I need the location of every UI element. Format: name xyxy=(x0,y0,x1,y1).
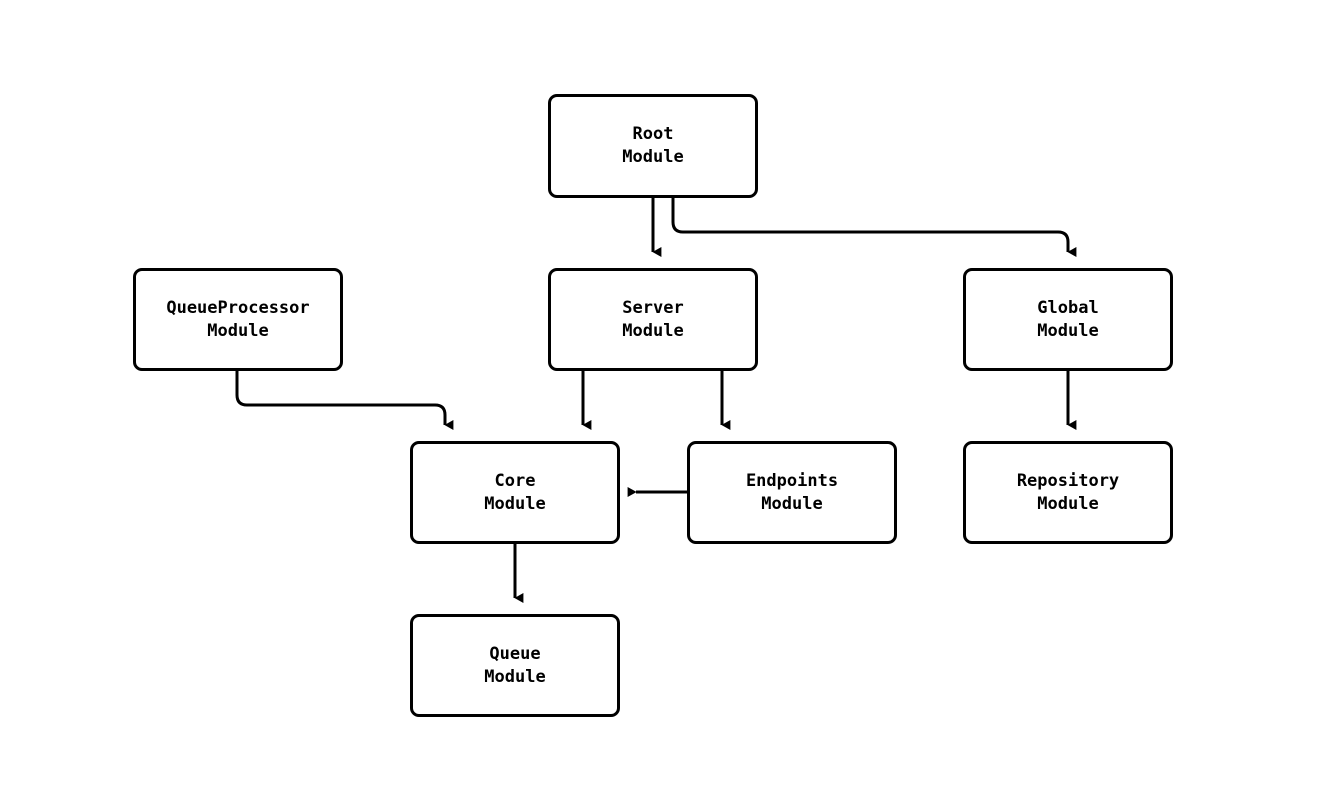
node-repository-module-label: Repository Module xyxy=(1016,470,1120,514)
node-root-module[interactable]: Root Module xyxy=(548,94,758,198)
node-server-module[interactable]: Server Module xyxy=(548,268,758,371)
edge-queueprocessor-to-core xyxy=(235,371,454,430)
node-global-module-label: Global Module xyxy=(1037,297,1099,341)
node-server-module-label: Server Module xyxy=(622,297,684,341)
node-core-module[interactable]: Core Module xyxy=(410,441,620,544)
edge-root-to-global xyxy=(671,198,1077,257)
node-repository-module[interactable]: Repository Module xyxy=(963,441,1173,544)
node-endpoints-module-label: Endpoints Module xyxy=(745,470,839,514)
node-global-module[interactable]: Global Module xyxy=(963,268,1173,371)
node-core-module-label: Core Module xyxy=(484,470,546,514)
node-queueprocessor-module-label: QueueProcessor Module xyxy=(166,297,310,341)
node-endpoints-module[interactable]: Endpoints Module xyxy=(687,441,897,544)
node-queueprocessor-module[interactable]: QueueProcessor Module xyxy=(133,268,343,371)
node-root-module-label: Root Module xyxy=(622,124,684,167)
node-queue-module[interactable]: Queue Module xyxy=(410,614,620,717)
node-queue-module-label: Queue Module xyxy=(484,643,546,687)
